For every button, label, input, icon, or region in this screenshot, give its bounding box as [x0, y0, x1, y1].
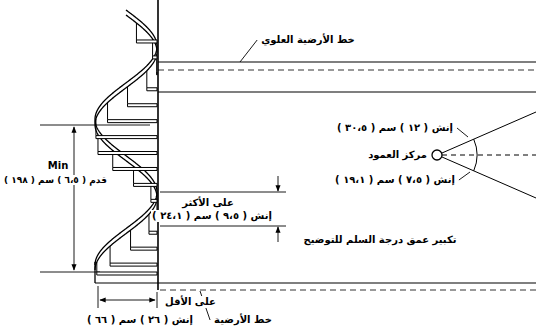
- baluster: [107, 103, 108, 120]
- baluster: [148, 214, 149, 231]
- leader-lines: [200, 40, 470, 320]
- stair-tread: [113, 167, 157, 170]
- baluster: [95, 119, 96, 136]
- baluster: [110, 246, 111, 263]
- column-center-label: مركز العمود: [367, 149, 428, 161]
- upper-floor-lines: [158, 62, 536, 92]
- baluster: [146, 71, 147, 88]
- leader-line: [240, 40, 257, 62]
- stair-tread: [156, 72, 157, 75]
- leader-line: [457, 128, 468, 137]
- baluster: [136, 23, 137, 40]
- stair-tread: [151, 199, 157, 202]
- leader-line: [459, 172, 470, 180]
- note-label: تكبير عمق درجة السلم للتوضيح: [302, 234, 457, 246]
- spiral-stair: [95, 10, 157, 283]
- stair-tread: [97, 272, 157, 275]
- stair-tread: [153, 56, 157, 59]
- dimension-label: إنش ( ١٢ ) سم ( ٣٠،٥ ): [336, 122, 454, 134]
- dimension-label: إنش ( ٢٦ ) سم ( ٦٦ ): [86, 314, 194, 326]
- stair-tread: [131, 247, 157, 250]
- baluster: [96, 262, 97, 272]
- dimension-label: قدم ( ٦،٥ ) سم ( ١٩٨ ): [3, 175, 108, 186]
- limit-note: على الأقل: [164, 296, 217, 308]
- stair-tread: [147, 88, 157, 91]
- stair-tread: [110, 263, 157, 266]
- dimension-label: إنش ( ٩،٥ ) سم ( ٢٤،١ ): [151, 210, 273, 222]
- width-dimension: [98, 286, 157, 308]
- dimension-label: إنش ( ٧،٥ ) سم ( ١٩،١ ): [334, 174, 456, 186]
- column-line: [157, 0, 159, 290]
- stair-tread: [96, 136, 157, 139]
- handrail: [95, 10, 157, 265]
- limit-note: على الأكثر: [181, 197, 235, 209]
- stair-tread: [98, 152, 157, 155]
- riser-dimension: [160, 176, 286, 242]
- stair-tread: [149, 231, 157, 234]
- floor-label: خط الأرضية العلوي: [260, 34, 356, 46]
- floor-label: خط الأرضية: [213, 314, 273, 326]
- stair-tread: [134, 183, 157, 186]
- min-label: Min: [47, 160, 70, 172]
- handrail: [95, 15, 157, 270]
- floor-lines: [95, 283, 536, 290]
- newel-post: [94, 262, 95, 283]
- stair-tread: [128, 104, 157, 107]
- baluster: [130, 230, 131, 247]
- stair-tread: [136, 40, 157, 43]
- baluster: [127, 87, 128, 104]
- stair-tread: [108, 120, 157, 123]
